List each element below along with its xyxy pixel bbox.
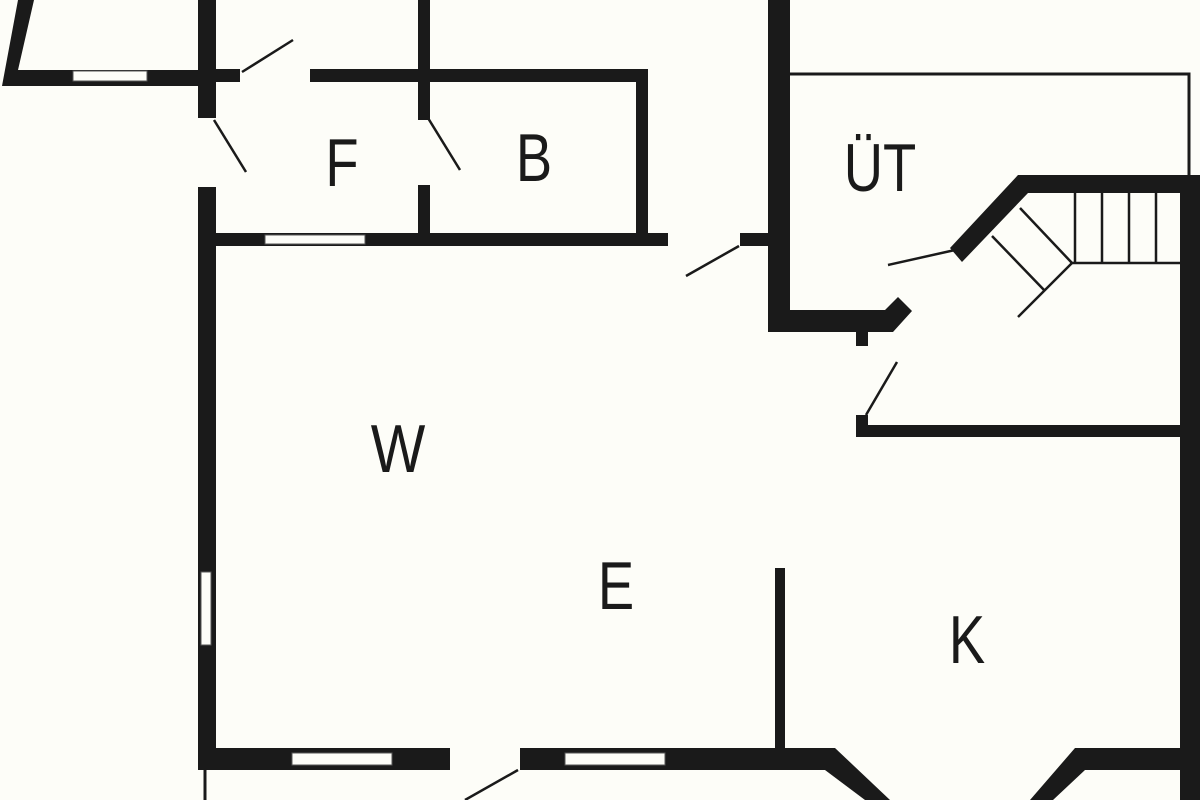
room-labels: F B ÜT W E K — [325, 120, 985, 678]
door-swing — [887, 248, 956, 267]
window — [264, 234, 366, 245]
wall — [310, 69, 648, 82]
room-label-b: B — [516, 120, 552, 196]
wall — [856, 330, 868, 346]
wall — [856, 425, 1182, 437]
room-label-k: K — [949, 602, 985, 678]
door-swing — [685, 244, 740, 278]
wall — [636, 69, 648, 245]
door-swing — [464, 768, 519, 800]
stairs — [991, 193, 1180, 318]
wall-right — [1180, 175, 1200, 800]
door-swing — [241, 38, 294, 74]
wall — [198, 69, 240, 82]
window — [564, 752, 666, 766]
wall-top-left — [2, 0, 200, 86]
wall-bay — [1030, 748, 1200, 800]
wall-bay — [825, 748, 890, 800]
wall-partition — [775, 568, 785, 753]
door-swing — [426, 117, 462, 171]
window — [72, 70, 148, 82]
room-label-w: W — [371, 412, 426, 487]
wall — [198, 0, 216, 118]
wall — [768, 297, 912, 332]
door-swing — [864, 361, 899, 416]
room-label-f: F — [325, 125, 358, 201]
room-label-e: E — [598, 548, 634, 624]
wall — [768, 0, 790, 332]
window — [200, 571, 212, 646]
wall — [418, 185, 430, 245]
door-swing — [212, 119, 248, 173]
wall-thin — [790, 72, 1191, 178]
wall — [418, 0, 430, 120]
door-swings — [212, 38, 956, 800]
window — [291, 752, 393, 766]
room-label-ut: ÜT — [844, 130, 917, 206]
wall-stair — [950, 175, 1200, 262]
wall-left — [198, 187, 216, 770]
